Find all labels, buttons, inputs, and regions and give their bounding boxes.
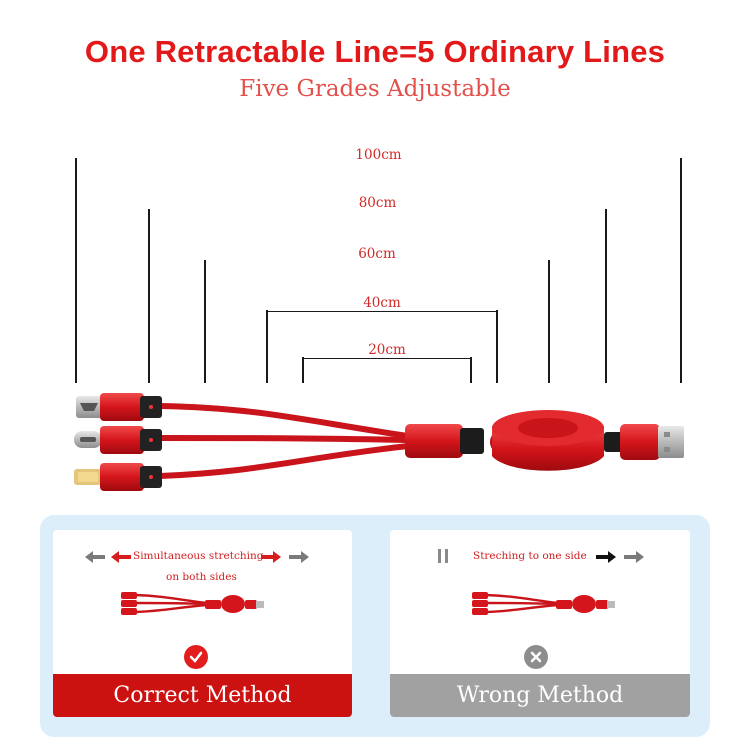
mini-cable-illustration [121,592,264,615]
splitter-sleeve [405,424,484,458]
correct-instruction-line1: Simultaneous stretching [133,550,264,562]
arrow-right-grey-icon [289,551,309,563]
subheadline: Five Grades Adjustable [239,76,511,102]
arrow-right-black-icon [596,551,616,563]
arrow-left-red-icon [111,551,131,563]
length-label-80cm: 80cm [356,195,399,211]
wrong-method-label: Wrong Method [390,674,690,717]
cable-strands [157,403,411,479]
retractable-reel [490,410,606,471]
mini-cable-illustration [472,592,615,615]
length-label-60cm: 60cm [356,246,398,262]
cable-illustration [74,393,684,491]
lightning-connector [74,463,162,491]
arrow-left-grey-icon [85,551,105,563]
length-bracket-80cm: 80cm [148,195,607,383]
length-bracket-20cm: 20cm [302,342,472,383]
length-bracket-40cm: 40cm [266,295,498,383]
type-c-connector [74,426,162,454]
arrow-right-red-icon [261,551,281,563]
x-circle-icon [524,645,548,669]
length-bracket-60cm: 60cm [204,246,550,383]
length-label-100cm: 100cm [353,147,404,163]
correct-instruction-line2: on both sides [166,571,237,583]
pause-bar-icon [438,549,448,563]
micro-usb-connector [76,393,162,421]
length-bracket-100cm: 100cm [75,147,682,383]
arrow-right-grey-icon [624,551,644,563]
headline: One Retractable Line=5 Ordinary Lines [84,34,666,69]
wrong-instruction: Streching to one side [473,550,587,562]
wrong-method-card: Streching to one side Wrong Method [390,530,690,717]
check-circle-icon [184,645,208,669]
usb-a-connector [604,424,684,460]
length-label-20cm: 20cm [366,342,408,358]
length-label-40cm: 40cm [361,295,403,311]
correct-method-label: Correct Method [53,674,352,717]
correct-method-card: Simultaneous stretching on both sides Co… [53,530,352,717]
